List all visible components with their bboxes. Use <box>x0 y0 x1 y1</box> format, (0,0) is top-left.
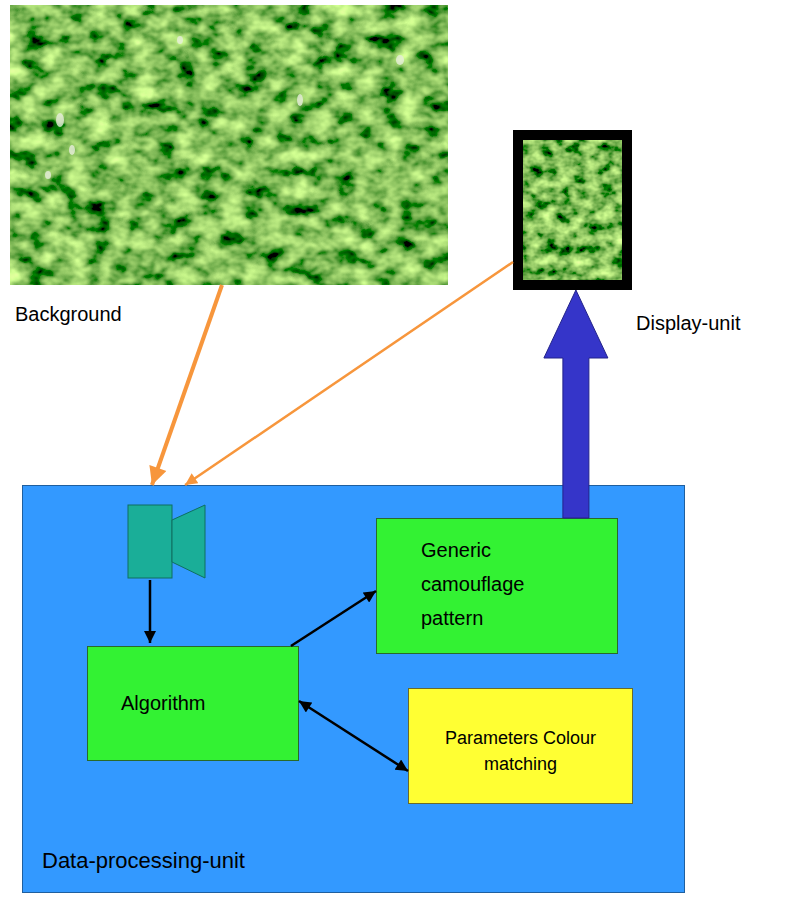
background-label: Background <box>15 303 122 326</box>
sky-gaps <box>45 36 404 179</box>
display-frame: Display-unit <box>513 130 632 290</box>
photo-frame: Background <box>10 5 448 285</box>
process-label: Generic camouflage pattern <box>421 533 561 635</box>
feedback-arrow <box>185 262 513 485</box>
display-image <box>523 140 622 280</box>
input-arrow <box>152 285 222 485</box>
display-label: Display-unit <box>636 312 740 335</box>
parameter-box: Parameters Colour matching <box>408 688 633 804</box>
process-label: Algorithm <box>121 692 205 715</box>
parameter-label: Parameters Colour matching <box>441 725 601 777</box>
unit-label: Data-processing-unit <box>42 848 245 874</box>
processing-unit-box: Data-processing-unit Algorithm Generic cam… <box>22 485 685 893</box>
process-box: Algorithm <box>87 646 299 761</box>
output-block-arrow <box>544 290 608 518</box>
foliage-photo <box>10 5 448 285</box>
process-box: Generic camouflage pattern <box>376 518 618 654</box>
